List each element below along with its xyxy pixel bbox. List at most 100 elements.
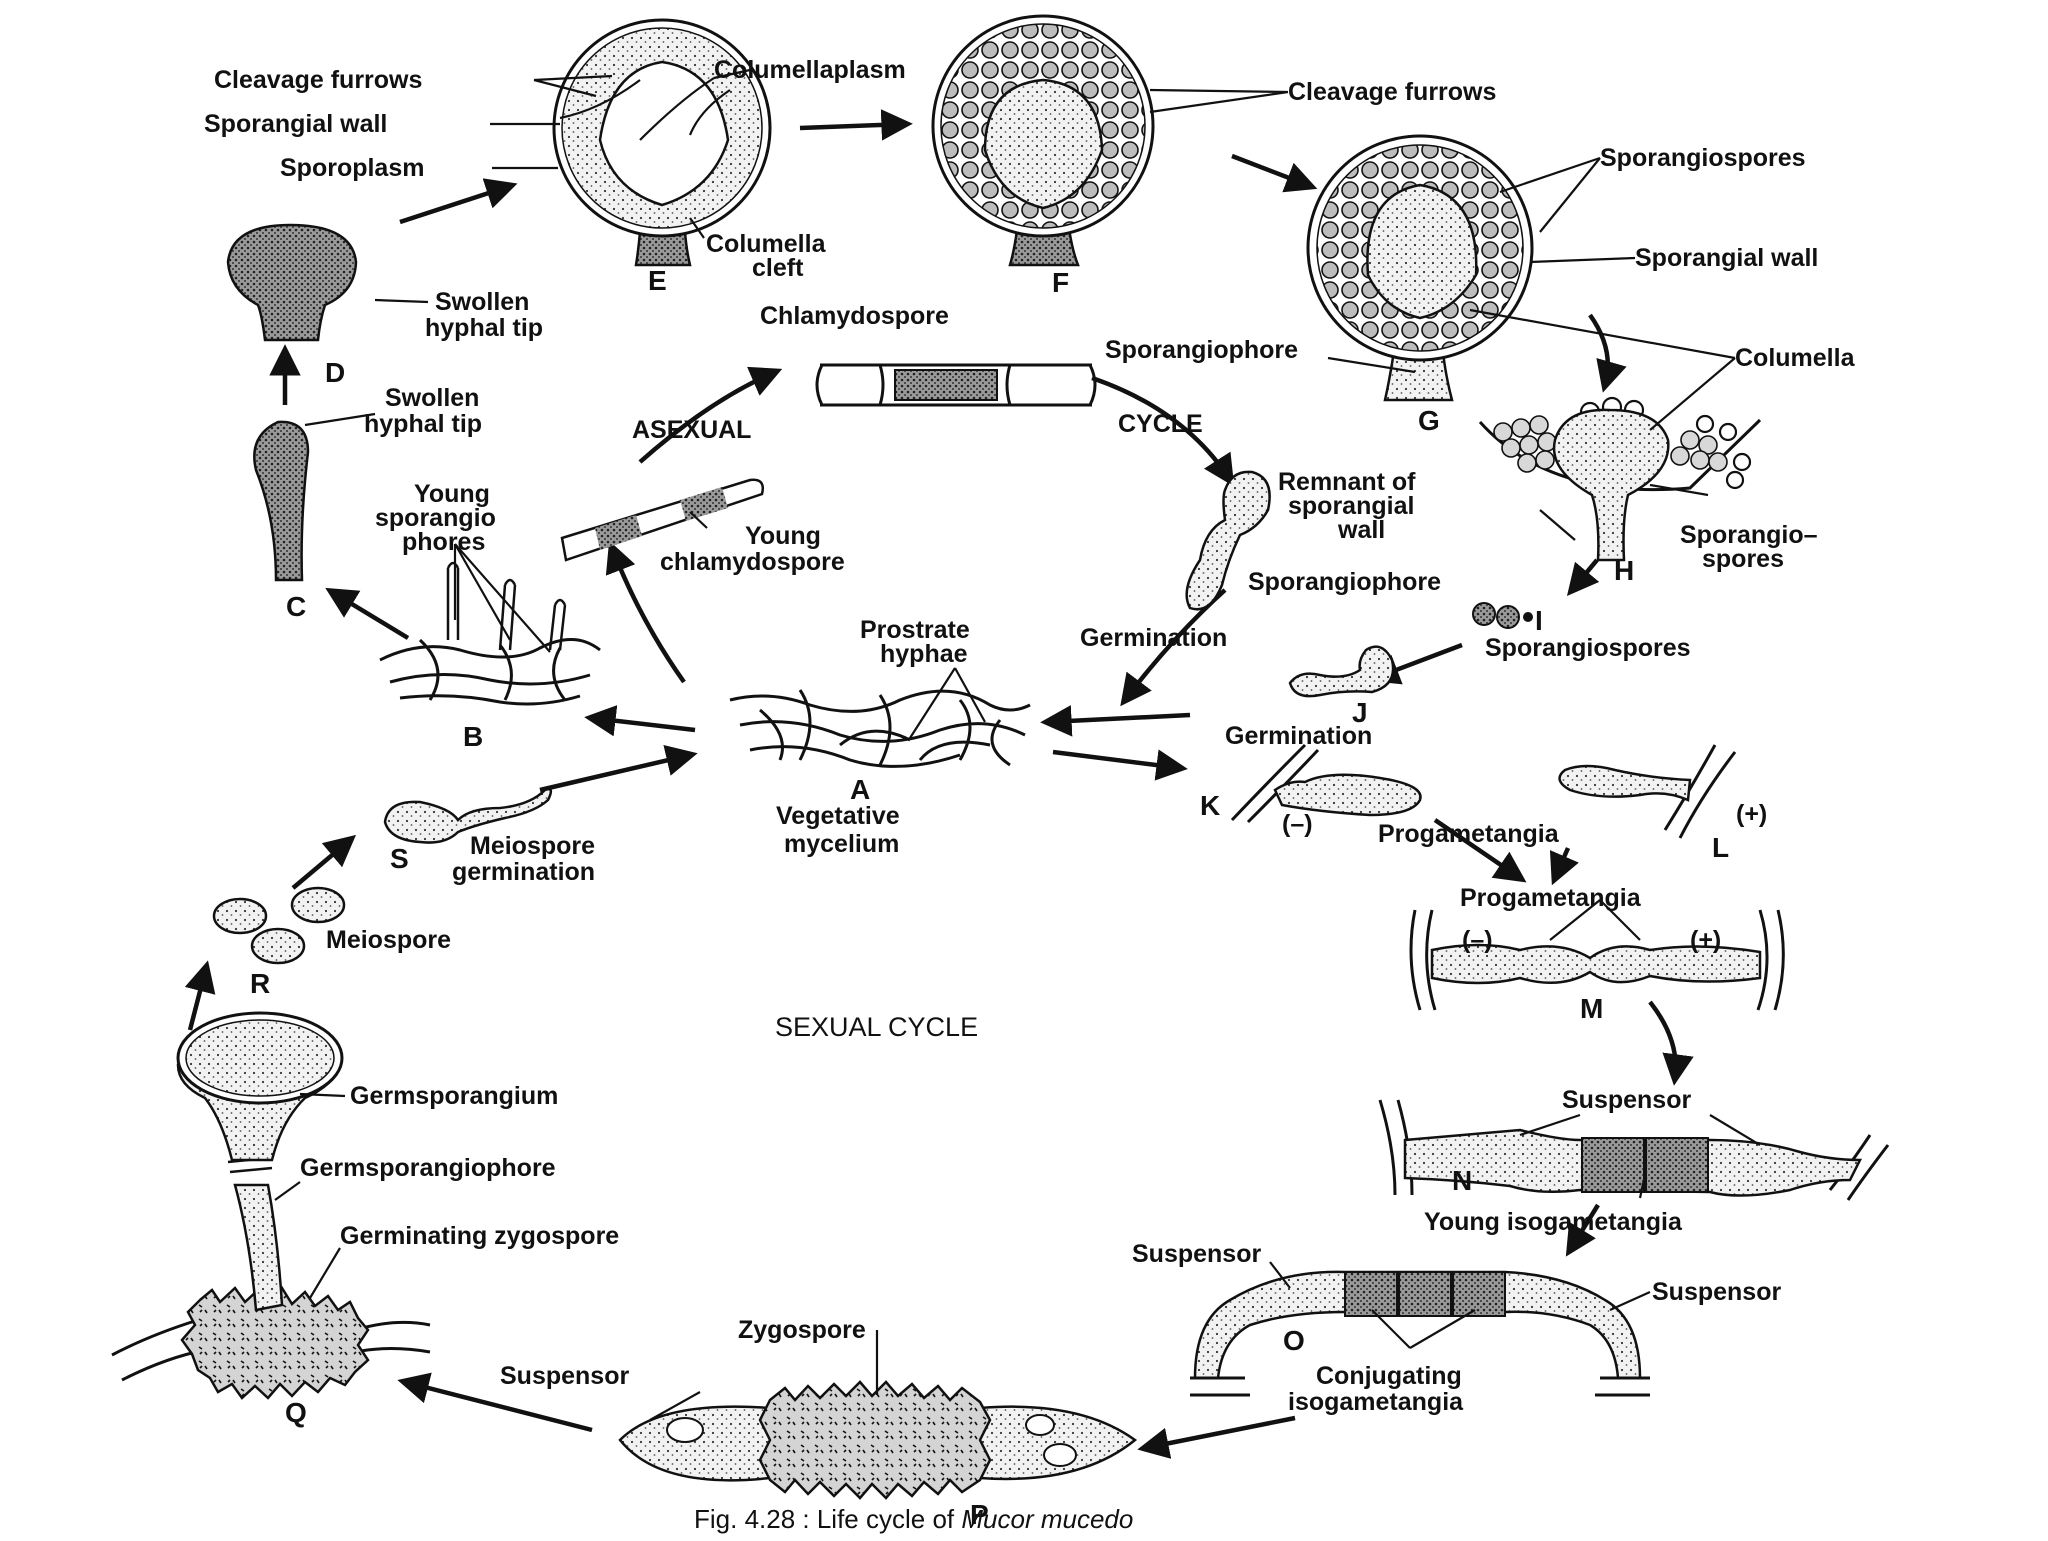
label-young-sporangio-2: sporangio	[375, 504, 496, 532]
stage-o-conjugating-isogametangia	[1190, 1270, 1650, 1397]
letter-o: O	[1283, 1325, 1305, 1356]
letter-r: R	[250, 968, 270, 999]
letter-q: Q	[285, 1397, 307, 1428]
label-prostrate-2: hyphae	[880, 640, 968, 668]
label-remnant-2: sporangial	[1288, 492, 1414, 520]
arrow-b-to-c	[325, 587, 410, 640]
figure-caption: Fig. 4.28 : Life cycle of Mucor mucedo	[694, 1504, 1133, 1534]
label-columella-cleft-1: Columella	[706, 230, 827, 258]
cycle-arrows	[184, 109, 1694, 1459]
caption-prefix: Fig. 4.28 : Life cycle of	[694, 1504, 961, 1534]
arrow-a-to-b	[584, 705, 696, 737]
label-sporoplasm: Sporoplasm	[280, 154, 424, 182]
label-asexual: ASEXUAL	[632, 416, 751, 444]
stage-j-germinating-spore	[1288, 645, 1395, 698]
label-sporangio-spores-1: Sporangio–	[1680, 521, 1818, 549]
label-swollen-tip-c-1: Swollen	[385, 384, 479, 412]
label-minus-k: (–)	[1282, 810, 1313, 838]
label-meiospore-germination-1: Meiospore	[470, 832, 595, 860]
arrow-r-to-s	[291, 834, 357, 890]
arrow-p-to-q	[397, 1372, 593, 1433]
text-labels: Cleavage furrows Columellaplasm Sporangi…	[204, 56, 1856, 1416]
arrow-q-to-r	[184, 960, 216, 1031]
label-progametangia-m: Progametangia	[1460, 884, 1642, 912]
letter-b: B	[463, 721, 483, 752]
label-young-chlamydospore-1: Young	[745, 522, 821, 550]
stage-b-mycelium-sporangiophores	[379, 561, 601, 706]
label-plus-m: (+)	[1690, 926, 1721, 954]
arrow-a-to-young-chlamydospore	[605, 540, 686, 684]
stage-i-spores	[1472, 602, 1533, 629]
label-sporangiophore-g: Sporangiophore	[1105, 336, 1298, 364]
label-swollen-tip-d-1: Swollen	[435, 288, 529, 316]
letter-f: F	[1052, 267, 1069, 298]
label-columella: Columella	[1735, 344, 1856, 372]
letter-p: P	[970, 1499, 989, 1530]
stage-k-progametangium	[1230, 743, 1422, 824]
arrow-f-to-g	[1231, 153, 1318, 193]
letter-a: A	[850, 774, 870, 805]
stage-s-meiospore-germination	[383, 787, 553, 844]
letter-k: K	[1200, 790, 1220, 821]
label-meiospore: Meiospore	[326, 926, 451, 954]
label-cycle: CYCLE	[1118, 410, 1203, 438]
stage-a-vegetative-mycelium	[729, 689, 1031, 768]
caption-species: Mucor mucedo	[961, 1504, 1133, 1534]
stage-d-swollen-tip	[226, 223, 358, 342]
leader-lines	[274, 68, 1761, 1421]
letter-n: N	[1452, 1165, 1472, 1196]
arrow-m-to-n	[1648, 1000, 1694, 1086]
label-plus-l: (+)	[1736, 800, 1767, 828]
label-germsporangium: Germsporangium	[350, 1082, 558, 1110]
stage-letters: A B C D E F G H I J K L M N O P Q R S	[250, 265, 1729, 1530]
arrow-d-to-e	[399, 178, 518, 225]
label-vegetative-2: mycelium	[784, 830, 899, 858]
letter-l: L	[1712, 832, 1729, 863]
letter-c: C	[286, 591, 306, 622]
arrow-k-to-m	[1433, 818, 1527, 883]
letter-i: I	[1535, 605, 1543, 636]
label-columellaplasm: Columellaplasm	[714, 56, 906, 84]
label-conjugating-2: isogametangia	[1288, 1388, 1464, 1416]
label-conjugating-1: Conjugating	[1316, 1362, 1462, 1390]
label-minus-m: (–)	[1462, 926, 1493, 954]
letter-m: M	[1580, 993, 1603, 1024]
letter-h: H	[1614, 555, 1634, 586]
stage-r-meiospores	[212, 886, 346, 965]
letter-d: D	[325, 357, 345, 388]
label-young-sporangio-3: phores	[402, 528, 485, 556]
arrow-s-to-a	[539, 745, 698, 793]
stage-l-progametangium	[1558, 744, 1737, 839]
label-progametangia-kl: Progametangia	[1378, 820, 1560, 848]
label-germination-j: Germination	[1225, 722, 1372, 750]
label-sporangial-wall-right: Sporangial wall	[1635, 244, 1818, 272]
label-sporangial-wall-left: Sporangial wall	[204, 110, 387, 138]
arrow-n-to-o	[1565, 1203, 1600, 1257]
label-suspensor-n: Suspensor	[1562, 1086, 1691, 1114]
stage-q-germinating-zygospore	[111, 1011, 431, 1400]
label-sporangiospores-i: Sporangiospores	[1485, 634, 1691, 662]
stage-g-mature-sporangium	[1306, 134, 1534, 402]
label-suspensor-o-left: Suspensor	[1132, 1240, 1261, 1268]
label-sporangio-spores-2: spores	[1702, 545, 1784, 573]
label-germsporangiophore: Germsporangiophore	[300, 1154, 556, 1182]
arrow-g-to-h	[1588, 313, 1627, 393]
stage-p-zygospore	[618, 1380, 1138, 1500]
label-prostrate-1: Prostrate	[860, 616, 970, 644]
stage-m-progametangia-contact	[1409, 909, 1785, 1011]
arrow-to-chlamydospore	[638, 366, 783, 464]
label-cleavage-furrows-right: Cleavage furrows	[1288, 78, 1496, 106]
letter-j: J	[1352, 697, 1368, 728]
germinating-chlamydospore	[1185, 470, 1271, 611]
label-cleavage-furrows-left: Cleavage furrows	[214, 66, 422, 94]
letter-e: E	[648, 265, 667, 296]
label-chlamydospore: Chlamydospore	[760, 302, 949, 330]
stage-f-sporangium	[931, 14, 1155, 267]
arrow-h-to-i	[1566, 558, 1600, 597]
label-sexual-cycle: SEXUAL CYCLE	[775, 1012, 978, 1042]
label-vegetative-1: Vegetative	[776, 802, 900, 830]
arrow-o-to-p	[1137, 1415, 1296, 1459]
label-young-chlamydospore-2: chlamydospore	[660, 548, 845, 576]
arrow-chlamydospore-to-germination	[1091, 375, 1235, 487]
